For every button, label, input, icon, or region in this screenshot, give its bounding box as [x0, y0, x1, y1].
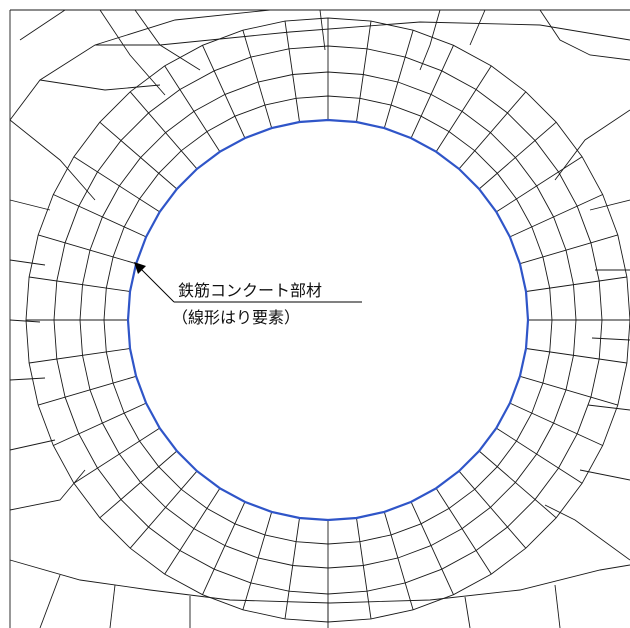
mesh-line: [19, 9, 66, 41]
annotation-leader: [134, 262, 362, 303]
rc-member-ring: [126, 118, 530, 522]
mesh-line: [109, 584, 116, 628]
mesh-spoke: [435, 488, 492, 575]
mesh-line: [159, 21, 630, 46]
outer-mesh: [9, 9, 630, 628]
mesh-spoke: [478, 121, 557, 190]
mesh-line: [9, 259, 46, 266]
mesh-spoke: [496, 156, 583, 213]
annotation-label-line2: （線形はり要素）: [172, 308, 301, 327]
arrow-head-icon: [134, 262, 146, 274]
ring-mesh: [25, 17, 630, 623]
mesh-line: [39, 574, 61, 628]
mesh-line: [554, 109, 630, 181]
mesh-spoke: [509, 194, 603, 238]
mesh-spoke: [129, 91, 198, 170]
mesh-spoke: [458, 91, 527, 170]
mesh-spoke: [242, 30, 273, 129]
mesh-line: [9, 199, 51, 211]
mesh-line: [544, 504, 630, 561]
mesh-line: [591, 337, 630, 341]
annotation-label-line1: 鉄筋コンクート部材: [178, 281, 323, 300]
mesh-line: [587, 404, 630, 411]
mesh-line: [9, 559, 630, 604]
mesh-line: [99, 9, 166, 96]
mesh-line: [9, 439, 56, 451]
mesh-spoke: [519, 234, 618, 265]
mesh-line: [319, 9, 326, 51]
mesh-line: [539, 9, 630, 61]
mesh-spoke: [525, 348, 627, 364]
mesh-line: [419, 9, 441, 71]
mesh-spoke: [242, 511, 273, 610]
mesh-spoke: [519, 375, 618, 406]
mesh-spoke: [435, 65, 492, 152]
mesh-spoke: [202, 45, 246, 139]
mesh-spoke: [164, 65, 221, 152]
mesh-spoke: [53, 194, 147, 238]
mesh-spoke: [38, 234, 137, 265]
mesh-line: [554, 584, 561, 628]
mesh-spoke: [383, 511, 414, 610]
mesh-spoke: [99, 450, 178, 519]
mesh-spoke: [410, 501, 454, 595]
mesh-line: [9, 119, 96, 201]
mesh-spoke: [525, 276, 627, 292]
mesh-spoke: [73, 427, 160, 484]
leader-line: [139, 267, 175, 303]
mesh-spoke: [29, 348, 131, 364]
mesh-line: [469, 9, 486, 46]
mesh-spoke: [129, 470, 198, 549]
mesh-spoke: [509, 402, 603, 446]
mesh-line: [9, 319, 41, 323]
mesh-spoke: [202, 501, 246, 595]
mesh-spoke: [383, 30, 414, 129]
mesh-spoke: [73, 156, 160, 213]
mesh-line: [9, 469, 86, 511]
mesh-spoke: [356, 21, 372, 123]
mesh-line: [464, 596, 471, 628]
mesh-spoke: [496, 427, 583, 484]
mesh-line: [39, 79, 161, 91]
mesh-spoke: [29, 276, 131, 292]
mesh-line: [9, 377, 46, 381]
mesh-line: [589, 199, 630, 211]
mesh-spoke: [458, 470, 527, 549]
mesh-spoke: [38, 375, 137, 406]
mesh-spoke: [410, 45, 454, 139]
mesh-spoke: [284, 21, 300, 123]
mesh-spoke: [478, 450, 557, 519]
mesh-spoke: [53, 402, 147, 446]
mesh-spoke: [164, 488, 221, 575]
mesh-line: [579, 469, 630, 481]
mesh-spoke: [99, 121, 178, 190]
